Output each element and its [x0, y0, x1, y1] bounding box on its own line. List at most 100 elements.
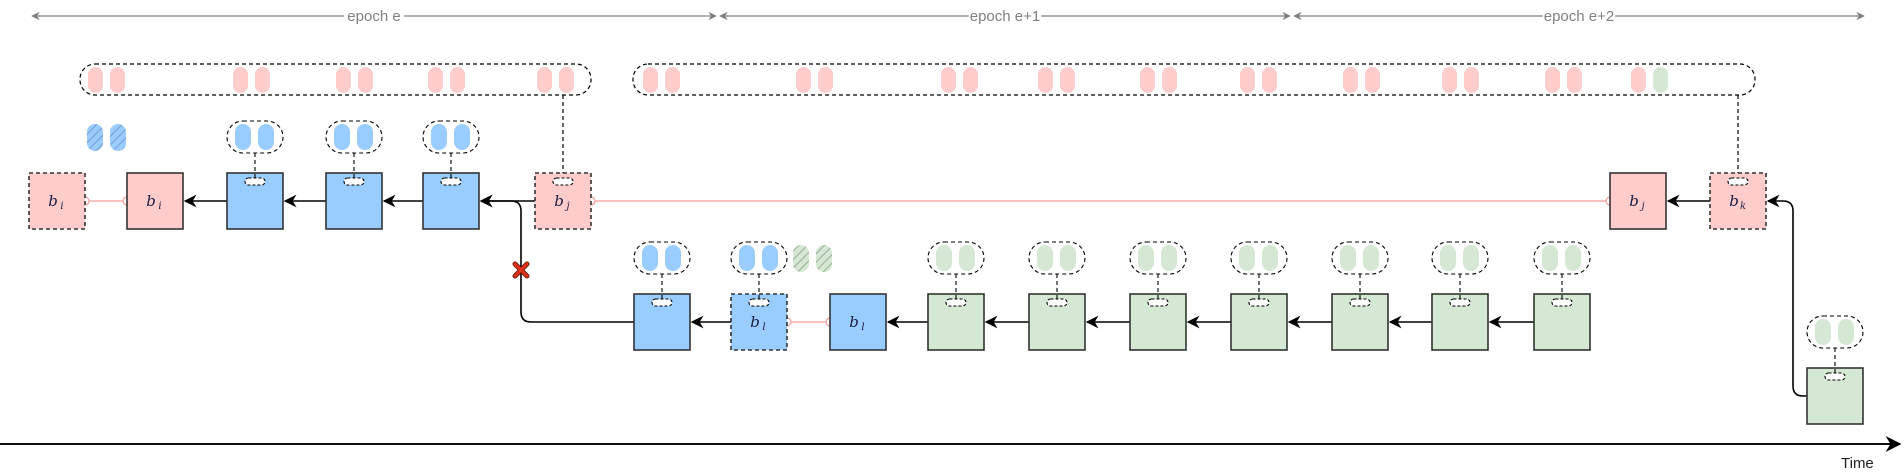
block-green-3[interactable]	[1129, 241, 1187, 351]
transaction-pill	[559, 67, 574, 93]
block-label: b	[849, 313, 859, 331]
tx-cloud	[422, 120, 480, 154]
tx-cloud	[1028, 241, 1086, 275]
transaction-pill	[1162, 67, 1177, 93]
transaction-pill	[941, 67, 956, 93]
epoch-label-bg	[1542, 8, 1616, 24]
transaction-pill	[450, 67, 465, 93]
block-green-2[interactable]	[1028, 241, 1086, 351]
epoch-span: epoch e	[31, 8, 717, 25]
transaction-pill	[1262, 67, 1277, 93]
transaction-pill	[1363, 245, 1379, 271]
transaction-pill	[1545, 67, 1560, 93]
block-green-1[interactable]	[927, 241, 985, 351]
tx-slot-icon	[945, 298, 967, 307]
transaction-pill	[358, 67, 373, 93]
tx-slot-icon	[651, 298, 673, 307]
block-green-8[interactable]	[1806, 315, 1864, 425]
transaction-pill	[1565, 245, 1581, 271]
epoch-label-bg	[968, 8, 1042, 24]
transaction-pill	[936, 245, 952, 271]
block-blue-3[interactable]	[422, 120, 480, 230]
transaction-pill	[357, 124, 373, 150]
late-branch-arrow	[1766, 194, 1807, 397]
block-body[interactable]	[1609, 172, 1667, 230]
tx-slot-icon	[1727, 177, 1749, 186]
transaction-pill	[1037, 245, 1053, 271]
block-label-subscript: i	[60, 201, 63, 212]
transaction-pill	[1343, 67, 1358, 93]
transaction-pill	[1542, 245, 1558, 271]
block-green-7[interactable]	[1533, 241, 1591, 351]
transaction-pill	[1631, 67, 1646, 93]
transaction-pill	[1340, 245, 1356, 271]
tx-cloud	[1129, 241, 1187, 275]
epoch-label: epoch e	[347, 8, 400, 25]
tx-cloud	[1331, 241, 1389, 275]
hatched-pill	[793, 245, 809, 272]
transaction-pill	[334, 124, 350, 150]
tx-cloud	[1806, 315, 1864, 349]
transaction-pill	[1060, 245, 1076, 271]
block-blue-1[interactable]	[226, 120, 284, 230]
block-body[interactable]	[28, 172, 86, 230]
pool-container	[632, 63, 1756, 96]
transaction-pill	[1567, 67, 1582, 93]
transaction-pill	[431, 124, 447, 150]
block-label-subscript: i	[158, 201, 161, 212]
epoch-ruler: epoch e epoch e+1 epoch e+2	[31, 8, 1865, 25]
block-green-6[interactable]	[1431, 241, 1489, 351]
transaction-pill	[665, 245, 681, 271]
block-body[interactable]	[1431, 293, 1489, 351]
tx-slot-icon	[748, 298, 770, 307]
transaction-pill	[796, 67, 811, 93]
epoch-span: epoch e+1	[719, 8, 1291, 25]
block-blue-4[interactable]	[633, 241, 691, 351]
tx-cloud	[1431, 241, 1489, 275]
tx-slot-icon	[1449, 298, 1471, 307]
transaction-pill	[1838, 319, 1854, 345]
hatched-pill	[816, 245, 832, 272]
epoch-label: epoch e+2	[1544, 8, 1614, 25]
tx-cloud	[1230, 241, 1288, 275]
tx-slot-icon	[1147, 298, 1169, 307]
block-green-4[interactable]	[1230, 241, 1288, 351]
transaction-pill	[642, 245, 658, 271]
block-label: b	[48, 192, 58, 210]
block-label: b	[146, 192, 156, 210]
tx-slot-icon	[343, 177, 365, 186]
block-green-5[interactable]	[1331, 241, 1389, 351]
block-body[interactable]	[126, 172, 184, 230]
fork-branch-arrow	[479, 194, 634, 323]
transaction-pill	[1161, 245, 1177, 271]
block-blue-2[interactable]	[325, 120, 383, 230]
block-label-subscript: k	[1740, 201, 1746, 212]
discarded-green-pills	[793, 245, 832, 272]
cross-fill	[513, 262, 529, 278]
transaction-pill	[762, 245, 778, 271]
transaction-pill	[336, 67, 351, 93]
pool-epoch-e	[79, 63, 592, 96]
block-label: b	[554, 192, 564, 210]
fork-rejected-cross-icon	[512, 261, 530, 279]
transaction-pill	[1365, 67, 1380, 93]
transaction-pill	[233, 67, 248, 93]
transaction-pill	[255, 67, 270, 93]
block-body[interactable]	[829, 293, 887, 351]
transaction-pill	[1463, 245, 1479, 271]
tx-slot-icon	[1551, 298, 1573, 307]
tx-slot-icon	[1824, 372, 1846, 381]
block-label-subscript: l	[762, 322, 765, 333]
transaction-pill	[818, 67, 833, 93]
transaction-pill	[963, 67, 978, 93]
transaction-pill	[1060, 67, 1075, 93]
transaction-pill	[1038, 67, 1053, 93]
